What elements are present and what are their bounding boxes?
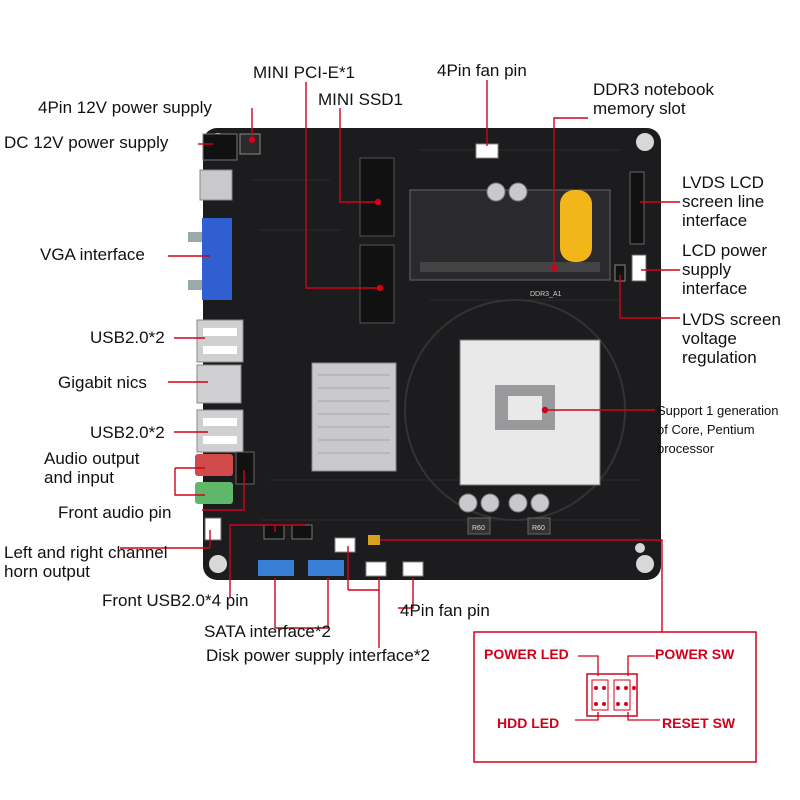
label-ddr3-line1: DDR3 notebook [593, 80, 714, 99]
label-front-audio: Front audio pin [58, 503, 172, 522]
label-lvds-line1: LVDS LCD [682, 173, 764, 192]
usb-slot [203, 328, 237, 336]
usb-port-mid [196, 409, 244, 453]
fan-header-bottom [402, 561, 424, 577]
inductor [527, 517, 551, 535]
lan-port [196, 364, 242, 404]
audio-jack-green [195, 482, 233, 504]
label-dc-12v: DC 12V power supply [4, 133, 169, 152]
pinout-dots [594, 686, 636, 706]
cmos-battery [560, 190, 592, 262]
label-cpu-line1: Support 1 generation [657, 403, 779, 418]
label-lvds-voltage-line1: LVDS screen [682, 310, 781, 329]
audio-jack-red [195, 454, 233, 476]
usb-slot [203, 346, 237, 354]
chipset-heatsink [311, 362, 397, 472]
dc-jack [202, 133, 238, 161]
label-front-usb: Front USB2.0*4 pin [102, 591, 249, 610]
label-fan-pin-top: 4Pin fan pin [437, 61, 527, 80]
pinout-pair-left [591, 679, 609, 711]
vga-screw [188, 280, 202, 290]
mount-hole [635, 543, 645, 553]
capacitors [458, 182, 550, 513]
pinout-callouts [575, 655, 660, 721]
label-lvds-line3: interface [682, 211, 748, 230]
sata-port [308, 560, 344, 576]
label-lcd-power-line2: supply [682, 260, 732, 279]
cpu-socket-core [508, 396, 542, 420]
label-vga: VGA interface [40, 245, 145, 264]
label-power-12v-4pin: 4Pin 12V power supply [38, 98, 212, 117]
front-panel-pinout-box [473, 631, 757, 763]
cpu-fan-header [334, 537, 356, 553]
label-power-sw: POWER SW [655, 646, 735, 662]
speaker-header [204, 517, 222, 541]
vga-port [202, 218, 232, 300]
mount-hole [209, 555, 227, 573]
heatsink-fins [318, 374, 390, 454]
usb-slot [203, 436, 237, 444]
front-usb-header [263, 524, 285, 540]
mount-hole [636, 133, 654, 151]
sata-port [258, 560, 294, 576]
inductor-marking: R60 [472, 525, 485, 532]
label-cpu-line3: processor [657, 441, 715, 456]
inductor [467, 517, 491, 535]
label-lcd-power-line3: interface [682, 279, 748, 298]
label-disk-power: Disk power supply interface*2 [206, 646, 430, 665]
label-horn-line2: horn output [4, 562, 91, 581]
label-lvds-voltage-line3: regulation [682, 348, 757, 367]
label-audio-line1: Audio output [44, 449, 140, 468]
label-reset-sw: RESET SW [662, 715, 736, 731]
mini-pcie-slot [359, 244, 395, 324]
label-usb-mid: USB2.0*2 [90, 423, 165, 442]
label-lvds-line2: screen line [682, 192, 765, 211]
label-sata: SATA interface*2 [204, 622, 331, 641]
ddr3-slot-contacts [420, 262, 600, 272]
inductor-marking: R60 [532, 525, 545, 532]
label-cpu-line2: of Core, Pentium [657, 422, 755, 437]
usb-slot [203, 418, 237, 426]
label-mini-ssd: MINI SSD1 [318, 90, 404, 109]
label-horn-line1: Left and right channel [4, 543, 168, 562]
lvds-header [629, 171, 645, 245]
label-audio-line2: and input [44, 468, 114, 487]
pinout-header [586, 673, 638, 717]
power-4pin-connector [239, 133, 261, 155]
label-lcd-power-line1: LCD power [682, 241, 768, 260]
disk-power-connector [365, 561, 387, 577]
label-fan-pin-bottom: 4Pin fan pin [400, 601, 490, 620]
pinout-pair-right [613, 679, 631, 711]
label-mini-pcie: MINI PCI-E*1 [253, 63, 356, 82]
ddr3-silkscreen: DDR3_A1 [530, 291, 562, 298]
sys-fan-header [475, 143, 499, 159]
label-gigabit: Gigabit nics [58, 373, 147, 392]
mini-ssd-slot [359, 157, 395, 237]
usb-port-top [196, 319, 244, 363]
front-audio-header [235, 451, 255, 485]
label-ddr3-line2: memory slot [593, 99, 686, 118]
callout-lines [120, 80, 680, 648]
board-traces [250, 149, 640, 521]
front-panel-header [368, 535, 380, 545]
lcd-power-header [631, 254, 647, 282]
hdmi-port [199, 169, 233, 201]
label-hdd-led: HDD LED [497, 715, 560, 731]
label-lvds-voltage-line2: voltage [682, 329, 737, 348]
label-usb-top: USB2.0*2 [90, 328, 165, 347]
label-power-led: POWER LED [484, 646, 569, 662]
mount-hole [636, 555, 654, 573]
vga-screw [188, 232, 202, 242]
front-usb-header [291, 524, 313, 540]
